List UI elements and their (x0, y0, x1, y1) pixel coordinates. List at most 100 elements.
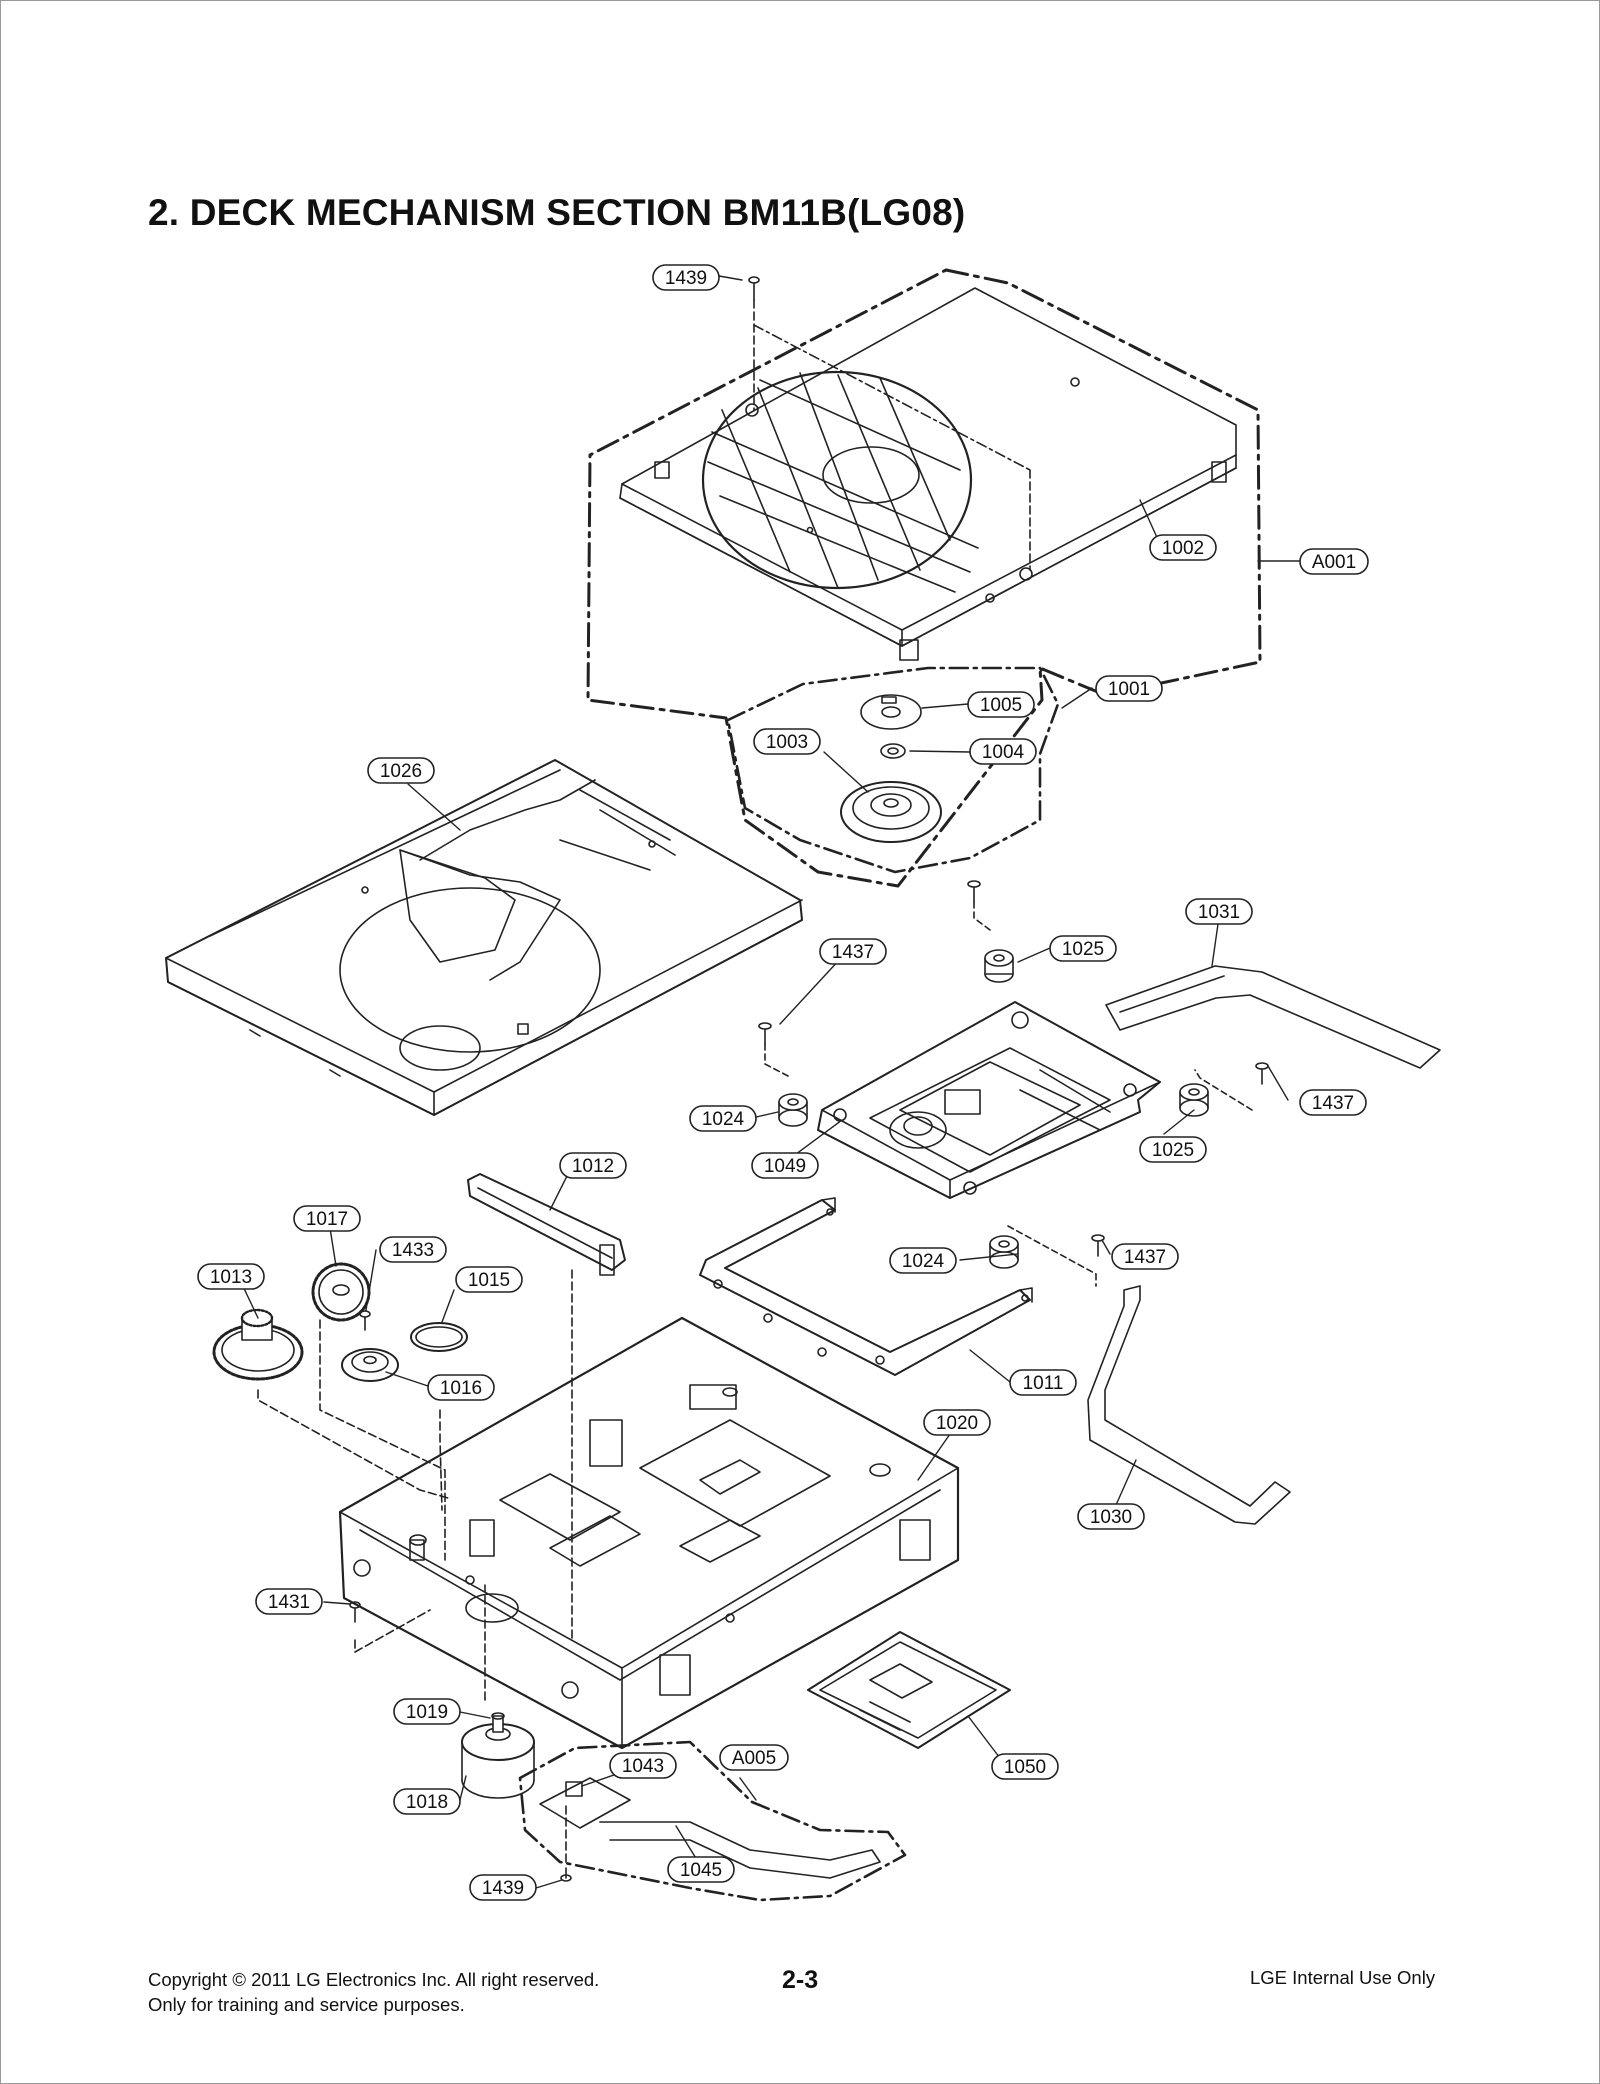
callout-1050: 1050 (991, 1753, 1059, 1780)
svg-text:1015: 1015 (468, 1270, 510, 1291)
callout-1049: 1049 (751, 1152, 819, 1179)
callout-1026: 1026 (367, 757, 435, 784)
motor-1018 (461, 1723, 535, 1799)
assembly-a005-boundary (518, 1740, 907, 1902)
callout-1431: 1431 (255, 1588, 323, 1615)
callout-1001: 1001 (1095, 675, 1163, 702)
callout-1011: 1011 (1009, 1369, 1077, 1396)
clamper-plate-1005 (860, 694, 922, 730)
callout-1013: 1013 (197, 1263, 265, 1290)
callout-1439-bottom: 1439 (469, 1874, 537, 1901)
leader-lines-gears (257, 1319, 449, 1561)
svg-text:1002: 1002 (1162, 538, 1204, 559)
pulley-1016 (341, 1348, 399, 1382)
callout-1030: 1030 (1077, 1503, 1145, 1530)
belt-1015 (410, 1322, 468, 1352)
loader-base-1020 (338, 1316, 960, 1750)
pickup-base-1049 (817, 1001, 1161, 1199)
callout-a005: A005 (719, 1744, 789, 1771)
damper-1025-right (1179, 1083, 1209, 1117)
svg-text:1017: 1017 (306, 1209, 348, 1230)
callout-1002: 1002 (1149, 534, 1217, 561)
callout-1005: 1005 (967, 691, 1035, 718)
svg-text:1026: 1026 (380, 761, 422, 782)
callout-1020: 1020 (923, 1409, 991, 1436)
magnet-1004 (880, 743, 906, 759)
screw-1439-bottom (560, 1805, 572, 1882)
callout-1004: 1004 (969, 738, 1037, 765)
svg-text:1437: 1437 (1124, 1247, 1166, 1268)
svg-text:1045: 1045 (680, 1860, 722, 1881)
svg-text:1005: 1005 (980, 695, 1022, 716)
svg-text:1031: 1031 (1198, 902, 1240, 923)
callout-1437-c: 1437 (1111, 1243, 1179, 1270)
damper-1025-top (984, 949, 1014, 983)
callout-1019: 1019 (393, 1698, 461, 1725)
top-cover-1002 (619, 287, 1237, 661)
screw-1439-top (748, 276, 1031, 571)
svg-text:1012: 1012 (572, 1156, 614, 1177)
footer-note: Only for training and service purposes. (148, 1994, 465, 2015)
page-number: 2-3 (782, 1966, 819, 1994)
flat-cable-1030 (1087, 1285, 1291, 1525)
gear-1013 (212, 1308, 304, 1381)
callout-1012: 1012 (559, 1152, 627, 1179)
callout-1016: 1016 (427, 1374, 495, 1401)
tray-1026 (165, 759, 803, 1116)
flat-cable-1031 (1105, 965, 1441, 1069)
motor-pulley-1019 (484, 1584, 505, 1733)
svg-text:1024: 1024 (902, 1251, 945, 1272)
footer-copyright: Copyright © 2011 LG Electronics Inc. All… (148, 1969, 600, 1990)
frame-1011 (699, 1197, 1033, 1376)
callout-1045: 1045 (667, 1856, 735, 1883)
callout-1439-top: 1439 (652, 264, 720, 291)
svg-text:1043: 1043 (622, 1756, 664, 1777)
clamper-assembly-1001-boundary (726, 666, 1060, 874)
svg-text:1003: 1003 (766, 732, 808, 753)
flex-cable-1045 (599, 1821, 881, 1879)
svg-text:1016: 1016 (440, 1378, 482, 1399)
svg-text:1018: 1018 (406, 1792, 448, 1813)
cam-slider-1012 (467, 1173, 626, 1641)
callout-1024-a: 1024 (689, 1105, 757, 1132)
callout-1017: 1017 (293, 1205, 361, 1232)
page-title: 2. DECK MECHANISM SECTION BM11B(LG08) (148, 192, 966, 233)
callout-1024-b: 1024 (889, 1247, 957, 1274)
damper-1024-left (778, 1093, 808, 1127)
callout-a001: A001 (1299, 548, 1369, 575)
callout-1043: 1043 (609, 1752, 677, 1779)
callout-1437-b: 1437 (1299, 1089, 1367, 1116)
callout-1437-a: 1437 (819, 938, 887, 965)
svg-text:1439: 1439 (482, 1878, 524, 1899)
svg-text:1001: 1001 (1108, 679, 1150, 700)
callout-1433: 1433 (379, 1236, 447, 1263)
callout-1018: 1018 (393, 1788, 461, 1815)
screw-1437-left (758, 1022, 789, 1077)
svg-text:1049: 1049 (764, 1156, 806, 1177)
screw-1437-top (967, 880, 991, 931)
svg-text:1437: 1437 (832, 942, 874, 963)
callout-1003: 1003 (753, 728, 821, 755)
svg-text:1030: 1030 (1090, 1507, 1132, 1528)
gear-1017 (311, 1262, 371, 1322)
svg-text:1437: 1437 (1312, 1093, 1354, 1114)
svg-text:1024: 1024 (702, 1109, 745, 1130)
svg-text:1431: 1431 (268, 1592, 310, 1613)
callout-1015: 1015 (455, 1266, 523, 1293)
screw-1431 (349, 1601, 431, 1653)
callout-1025-b: 1025 (1139, 1136, 1207, 1163)
svg-text:1439: 1439 (665, 268, 707, 289)
footer-internal: LGE Internal Use Only (1250, 1967, 1436, 1988)
svg-text:1025: 1025 (1152, 1140, 1194, 1161)
callout-1031: 1031 (1185, 898, 1253, 925)
assembly-a001-boundary (586, 268, 1262, 888)
clamper-1003 (840, 781, 942, 843)
damper-1024-lower (989, 1235, 1019, 1269)
svg-text:1050: 1050 (1004, 1757, 1046, 1778)
callout-1025-a: 1025 (1049, 935, 1117, 962)
svg-text:1019: 1019 (406, 1702, 448, 1723)
svg-text:1011: 1011 (1023, 1373, 1064, 1394)
svg-text:1013: 1013 (210, 1267, 252, 1288)
screw-1437-lower (1007, 1225, 1105, 1287)
